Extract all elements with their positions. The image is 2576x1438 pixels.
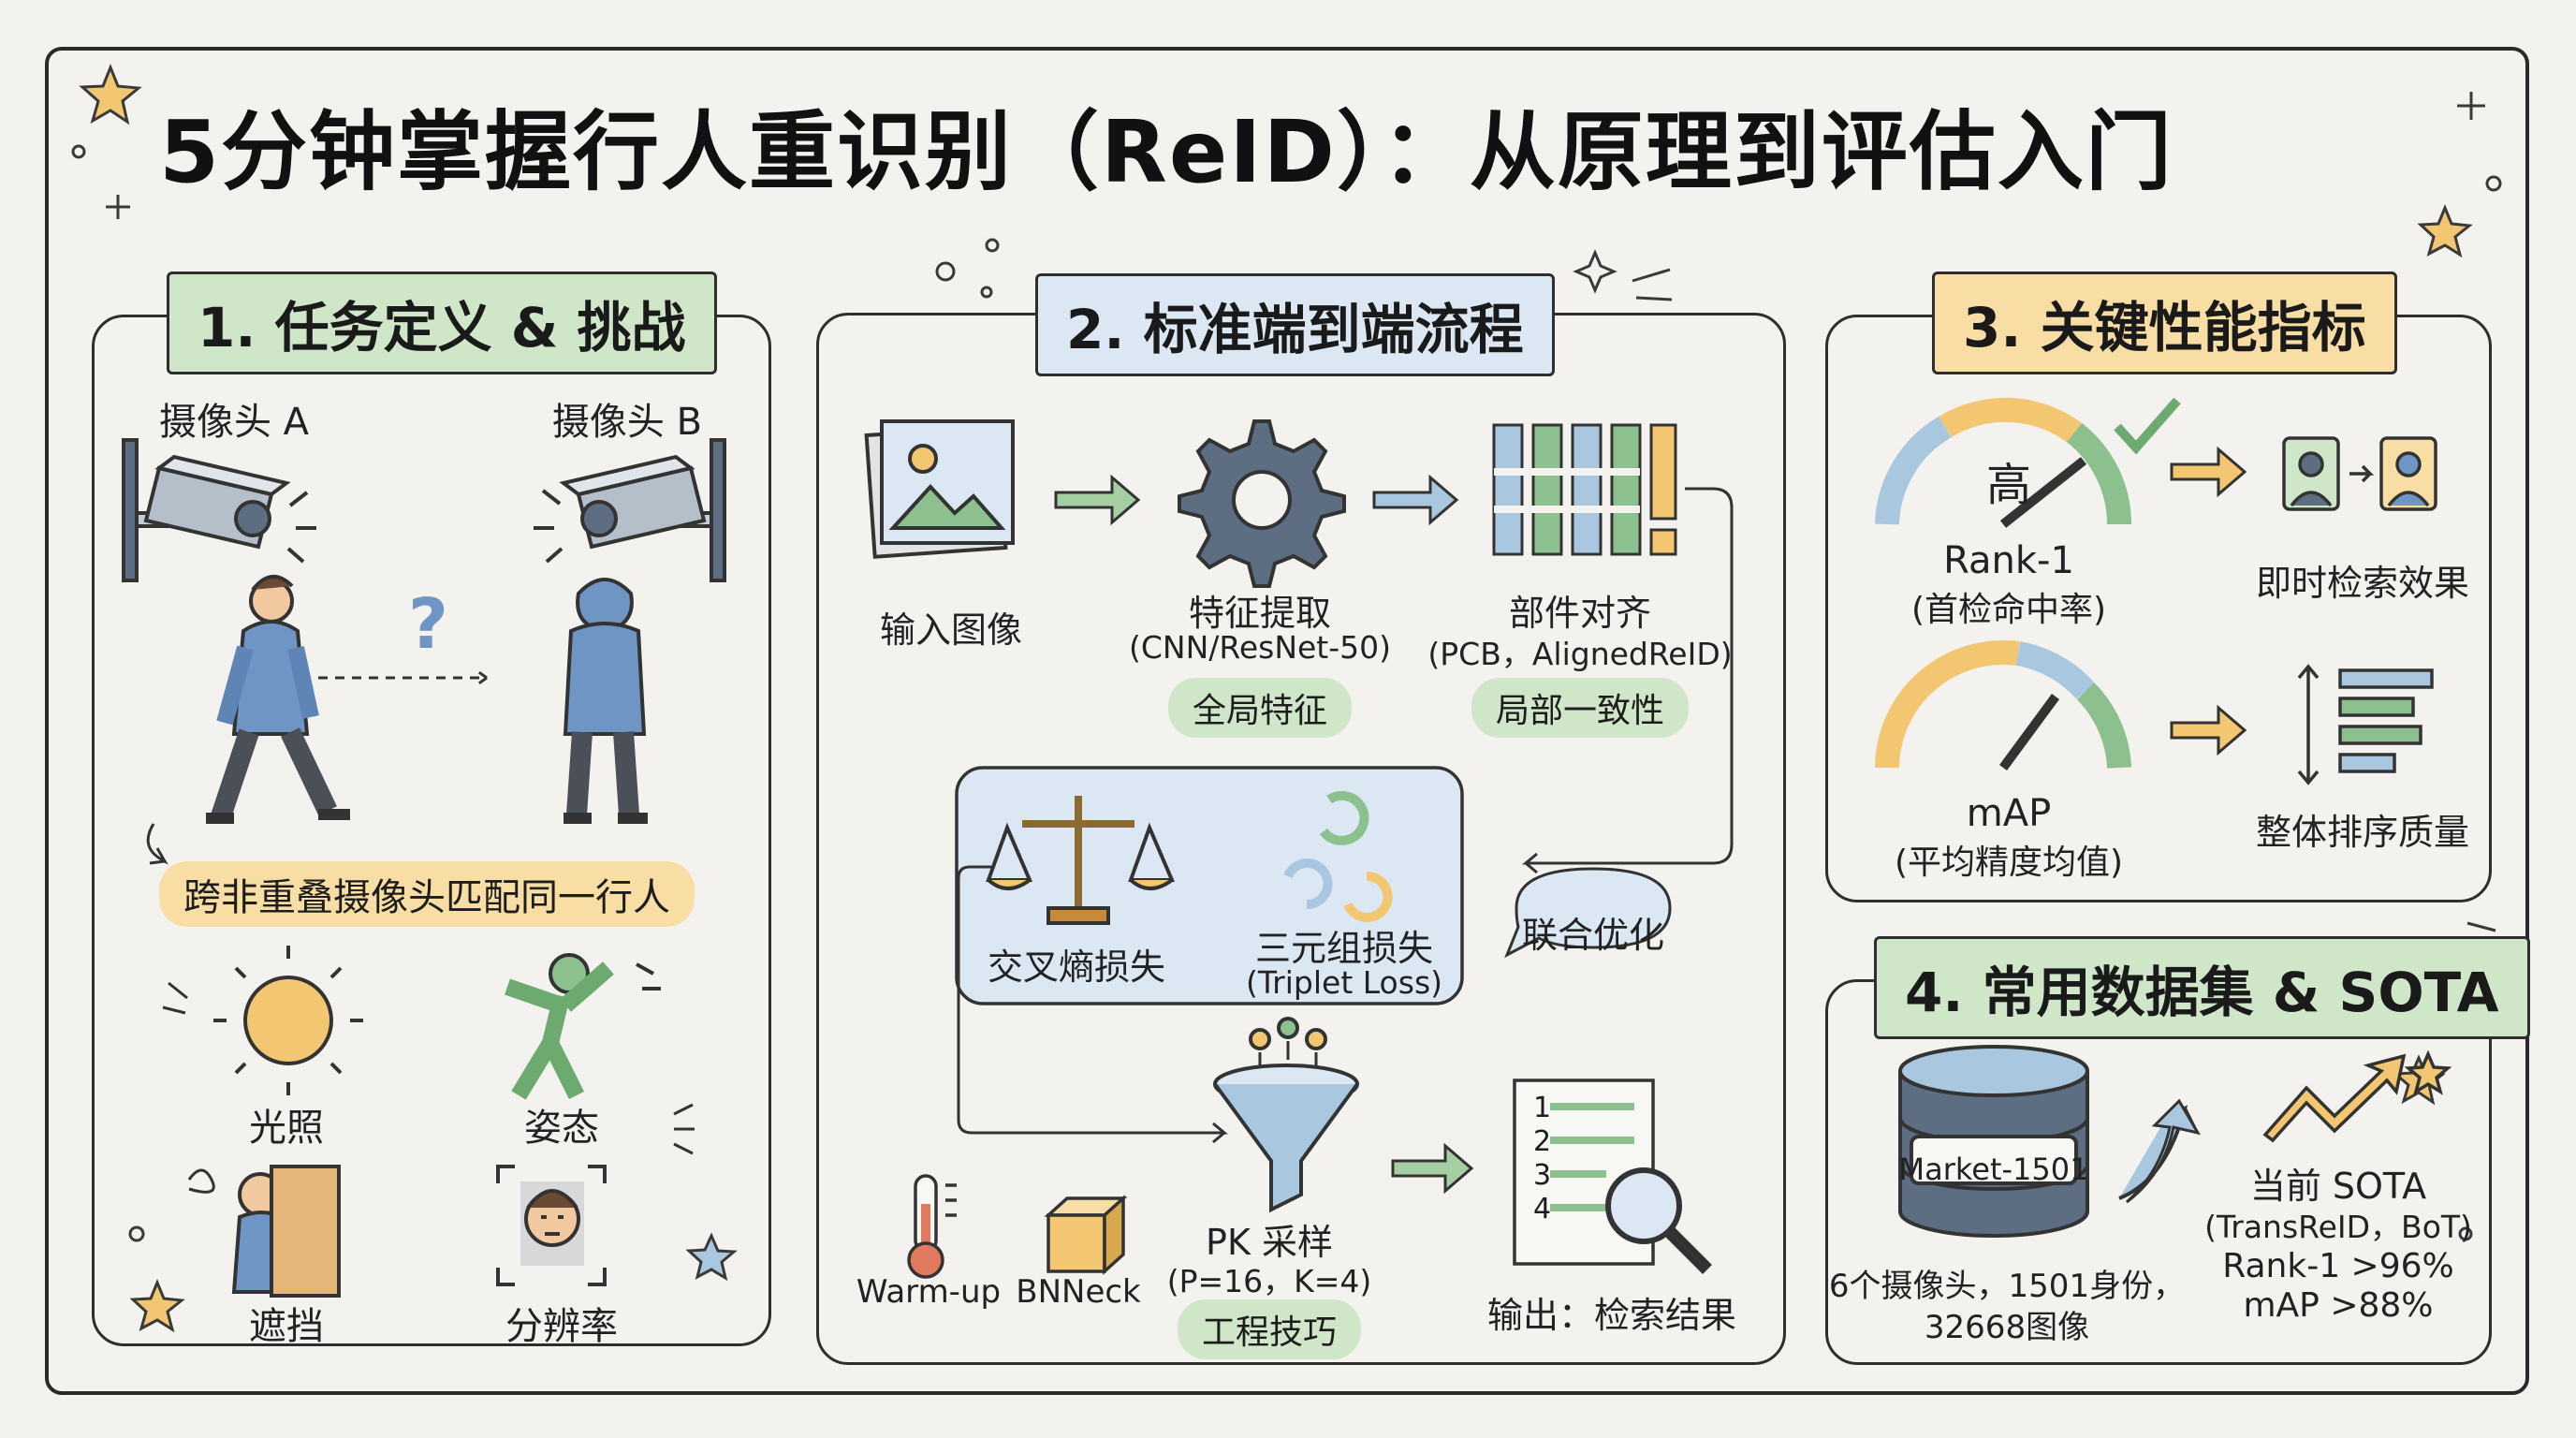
feature-extract-label: 特征提取 [1188, 593, 1332, 634]
sota-rank1: Rank-1 >96% [2222, 1247, 2454, 1285]
challenge-icons [162, 946, 695, 1298]
camera-b-icon [534, 438, 726, 582]
challenge-pose: 姿态 [524, 1107, 599, 1150]
triplet-loss-sub: (Triplet Loss) [1245, 964, 1443, 1001]
challenge-occlusion: 遮挡 [249, 1305, 324, 1348]
pk-sampling-sub: (P=16，K=4) [1166, 1263, 1372, 1299]
local-consistency-tag: 局部一致性 [1471, 678, 1690, 738]
camera-a-label: 摄像头 A [158, 401, 310, 444]
map-effect: 整体排序质量 [2255, 812, 2470, 853]
bnneck-box-icon [1044, 1195, 1128, 1275]
low-resolution-icon [496, 1165, 607, 1286]
map-label: mAP [1966, 792, 2052, 835]
occlusion-icon [187, 1165, 341, 1298]
input-image-icon [864, 419, 1015, 559]
triplet-loss-label: 三元组损失 [1254, 928, 1434, 969]
ranking-quality-icon [2297, 664, 2434, 785]
part-alignment-icon [1492, 423, 1677, 556]
dashed-arrow [318, 667, 491, 689]
sota-methods: (TransReID，BoT) [2204, 1209, 2472, 1245]
gauge-high-label: 高 [1985, 459, 2032, 511]
pedestrian-walking-icon [206, 575, 350, 824]
rank1-effect: 即时检索效果 [2255, 563, 2470, 604]
part-align-label: 部件对齐 [1508, 593, 1652, 634]
pipeline-section-title: 2. 标准端到端流程 [1035, 273, 1555, 376]
dataset-desc-line1: 6个摄像头，1501身份， [1828, 1268, 2186, 1305]
task-definition: 跨非重叠摄像头匹配同一行人 [159, 861, 695, 927]
rank-number-4: 4 [1533, 1193, 1552, 1225]
sun-icon [213, 946, 363, 1095]
output-label: 输出：检索结果 [1486, 1295, 1737, 1336]
rank1-sub: (首检命中率) [1910, 591, 2107, 629]
rank-number-3: 3 [1533, 1159, 1552, 1192]
ranked-list-icon [1513, 1078, 1712, 1274]
cycle-icon [1283, 790, 1393, 922]
camera-a-icon [122, 438, 316, 582]
engineering-tricks-tag: 工程技巧 [1177, 1299, 1362, 1359]
challenge-lighting: 光照 [249, 1107, 324, 1150]
trend-up-icon [2262, 1049, 2452, 1143]
pk-sampling-label: PK 采样 [1206, 1222, 1333, 1263]
outer-frame [45, 47, 2529, 1395]
map-gauge-icon [1875, 639, 2131, 770]
pose-icon [505, 953, 661, 1100]
map-sub: (平均精度均值) [1894, 844, 2124, 882]
task-section-title: 1. 任务定义 & 挑战 [167, 271, 717, 374]
datasets-section-title: 4. 常用数据集 & SOTA [1874, 936, 2530, 1039]
rank1-gauge-icon [1875, 397, 2181, 528]
rank1-label: Rank-1 [1943, 539, 2074, 582]
metrics-section-title: 3. 关键性能指标 [1932, 271, 2397, 374]
cross-entropy-loss-label: 交叉熵损失 [987, 946, 1166, 988]
global-feature-tag: 全局特征 [1167, 678, 1353, 738]
dataset-desc-line2: 32668图像 [1924, 1309, 2090, 1346]
input-image-label: 输入图像 [879, 609, 1023, 651]
warmup-label: Warm-up [856, 1273, 1002, 1311]
joint-optimization-label: 联合优化 [1521, 915, 1665, 956]
challenge-resolution: 分辨率 [505, 1305, 618, 1348]
metrics-diagram [1875, 397, 2437, 785]
dataset-name: Market-1501 [1898, 1152, 2089, 1187]
part-align-sub: (PCB，AlignedReID) [1427, 636, 1733, 672]
thermometer-icon [907, 1174, 957, 1279]
camera-b-label: 摄像头 B [551, 401, 703, 444]
datasets-diagram [1898, 1045, 2452, 1238]
gear-icon [1178, 419, 1346, 588]
rank-number-2: 2 [1533, 1125, 1552, 1158]
instant-retrieval-icon [2282, 436, 2437, 511]
sota-title: 当前 SOTA [2249, 1166, 2427, 1207]
question-mark: ? [408, 584, 448, 665]
sota-map: mAP >88% [2243, 1286, 2434, 1325]
database-icon [1898, 1045, 2089, 1238]
funnel-icon [1213, 1017, 1359, 1213]
bnneck-label: BNNeck [1016, 1273, 1141, 1311]
camera-scene [122, 438, 726, 865]
rank-number-1: 1 [1533, 1092, 1552, 1124]
pipeline-diagram [864, 419, 1734, 1279]
pedestrian-back-icon [563, 578, 648, 824]
scale-icon [986, 796, 1176, 925]
page-title: 5分钟掌握行人重识别（ReID）：从原理到评估入门 [159, 102, 2174, 202]
feature-extract-sub: (CNN/ResNet-50) [1128, 629, 1392, 666]
